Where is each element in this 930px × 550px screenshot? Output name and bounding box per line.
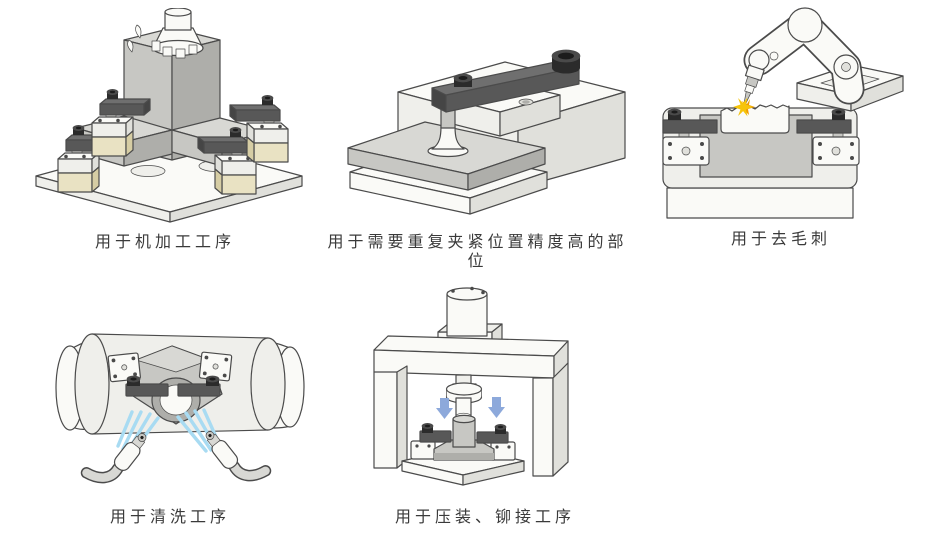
down-arrows: [436, 397, 505, 419]
clamp-arm-left: [419, 423, 452, 443]
press-ram: [445, 374, 483, 420]
clamp-plate-left: [107, 352, 141, 383]
clamp-arm-left: [662, 108, 718, 140]
clamp-body-left: [662, 136, 710, 166]
robot-arm: [743, 7, 865, 105]
clamp-arm-right: [177, 375, 221, 397]
repeat-clamping-precision-illustration: [346, 49, 626, 215]
cylinder-workpiece: [55, 333, 305, 435]
figure-caption: 用于清洗工序: [109, 509, 230, 526]
workpiece: [720, 104, 790, 134]
figure-cleaning: 用于清洗工序: [30, 300, 310, 527]
figure-caption: 用于机加工工序: [94, 234, 235, 251]
spark: [733, 97, 755, 117]
clamp-arm-right: [476, 424, 509, 444]
figure-machining: 用于机加工工序: [20, 8, 310, 252]
deburring-tool: [743, 64, 765, 106]
figure-repeat-clamping: 用于需要重复夹紧位置精度高的部位: [325, 18, 630, 271]
figure-deburring: 用于去毛刺: [635, 5, 927, 249]
clamp-arm-left: [125, 375, 169, 397]
clamp-arm-right: [796, 108, 852, 140]
machining-fixture-illustration: [35, 8, 303, 223]
spray-nozzle-left: [80, 433, 147, 484]
figure-press-riveting: 用于压装、铆接工序: [350, 276, 620, 527]
spray-cleaning-illustration: [55, 333, 305, 484]
fixture-boss: [433, 439, 495, 461]
robot-deburring-illustration: [662, 7, 904, 219]
figure-caption: 用于需要重复夹紧位置精度高的部位: [327, 234, 628, 271]
clamp-block-left: [410, 440, 436, 460]
chips: [127, 24, 142, 53]
milling-cutter: [151, 8, 204, 59]
water-jets-right: [176, 408, 222, 453]
figure-caption: 用于压装、铆接工序: [394, 509, 575, 526]
spray-nozzle-right: [205, 431, 272, 482]
clamp-body-right: [812, 136, 860, 166]
workpiece-cylinder: [452, 414, 476, 448]
clamp-bar: [430, 49, 580, 113]
press-frame: [373, 335, 569, 477]
figure-caption: 用于去毛刺: [730, 231, 831, 248]
press-riveting-illustration: [373, 286, 569, 486]
